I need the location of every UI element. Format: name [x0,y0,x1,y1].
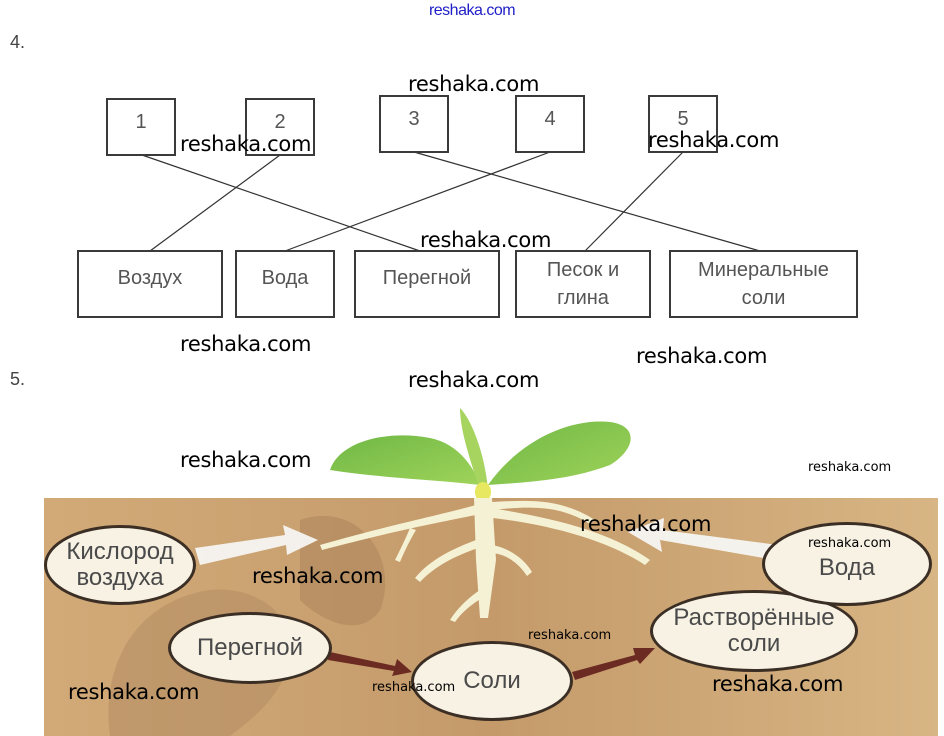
answer-box-mineral-salts: Минеральные соли [669,250,858,318]
connection-3 [413,151,761,252]
ellipse-label: Перегной [196,634,304,661]
soil-shadow [300,516,386,626]
watermark: reshaka.com [408,72,540,96]
answer-label-line1: Песок и [546,259,620,281]
ellipse-label-line2: соли [727,630,781,657]
watermark: reshaka.com [808,536,892,551]
watermark: reshaka.com [252,564,384,588]
connection-4 [284,151,551,252]
answer-label: Вода [261,267,309,289]
watermark: reshaka.com [180,448,312,472]
arrow-oxygen-to-root [195,525,318,565]
number-box-5: 5 [648,95,718,153]
arrow-humus-to-salts [328,652,412,676]
answer-label-line1: Минеральные [698,259,829,281]
number-label: 5 [677,108,689,130]
root-system [320,498,650,622]
task-5-number: 5. [10,369,26,389]
stem-base [475,482,491,502]
watermark: reshaka.com [528,628,612,643]
ellipse-label: Вода [818,554,876,581]
number-label: 4 [544,108,556,130]
ellipse-salts: Соли [411,641,573,721]
connection-1 [141,154,421,252]
number-label: 2 [274,111,286,133]
answer-box-air: Воздух [77,250,223,318]
number-box-1: 1 [106,98,176,156]
watermark: reshaka.com [712,672,844,696]
watermark: reshaka.com [420,228,552,252]
ellipse-label-line1: Растворённые [673,604,835,631]
answer-label-line2: глина [557,287,609,309]
leaf-center [460,408,488,490]
number-label: 3 [408,108,420,130]
watermark: reshaka.com [180,132,312,156]
number-box-3: 3 [379,95,449,153]
answer-label: Воздух [117,267,183,289]
watermark: reshaka.com [808,460,892,475]
connection-5 [584,151,684,252]
ellipse-label: Соли [463,667,521,694]
arrow-water-to-root [628,518,778,560]
leaf-right [488,421,631,485]
ellipse-water: Вода [762,522,932,606]
task-4-number: 4. [10,32,26,52]
watermark: reshaka.com [372,680,456,695]
answer-box-sand-clay: Песок и глина [515,250,651,318]
answer-label: Перегной [382,267,472,289]
site-link[interactable]: reshaka.com [428,2,516,19]
arrow-salts-to-dissolved [572,648,655,680]
answer-box-humus: Перегной [354,250,500,318]
number-box-2: 2 [245,98,315,156]
number-box-4: 4 [515,95,585,153]
number-label: 1 [135,111,147,133]
answer-box-water: Вода [235,250,335,318]
watermark: reshaka.com [180,332,312,356]
leaf-left [330,435,480,485]
ellipse-label-line1: Кислород [66,538,174,565]
watermark: reshaka.com [636,344,768,368]
connection-2 [149,154,281,252]
watermark: reshaka.com [648,128,780,152]
ellipse-humus: Перегной [168,612,332,684]
answer-label-line2: соли [741,287,786,309]
ellipse-label-line2: воздуха [76,564,164,591]
watermark: reshaka.com [408,368,540,392]
watermark: reshaka.com [68,680,200,704]
watermark: reshaka.com [580,512,712,536]
